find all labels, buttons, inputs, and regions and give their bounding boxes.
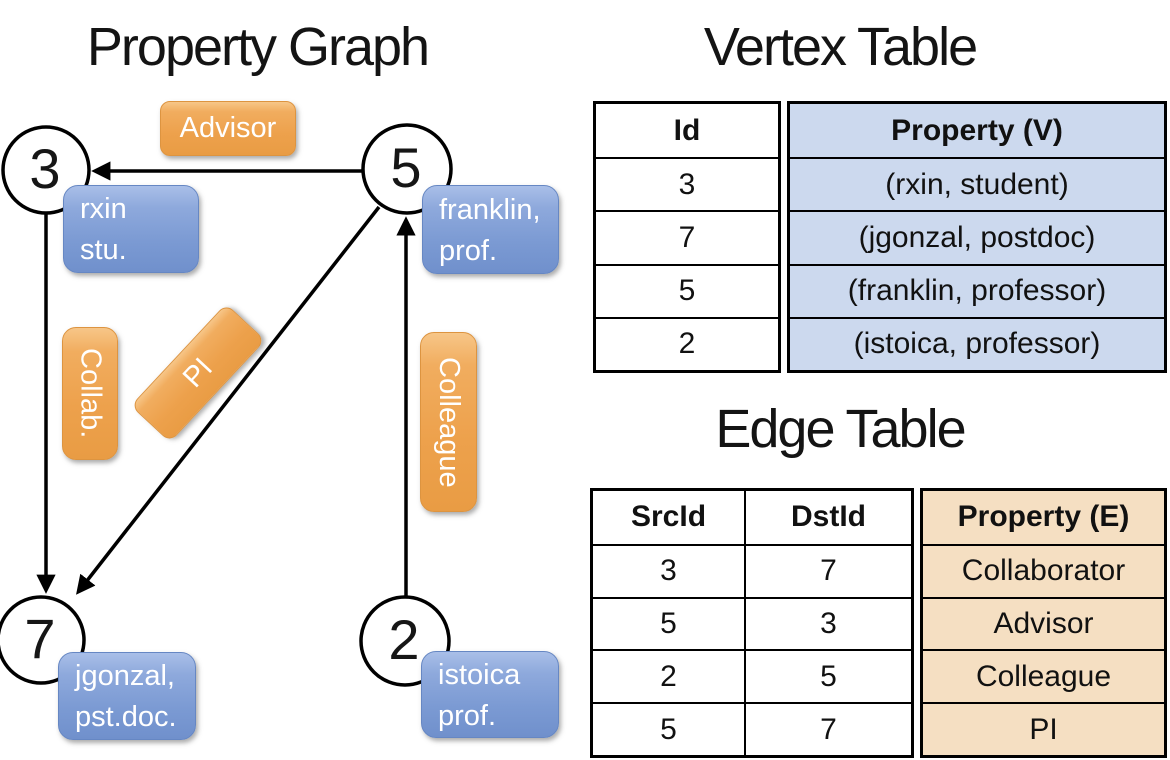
edge-table-src-cell: 5 [660, 712, 677, 746]
vertex-table-property-cell: (rxin, student) [790, 159, 1164, 211]
vertex-table-id-cell: 7 [678, 220, 696, 254]
edge-table-dst-cell: 5 [744, 651, 911, 703]
vertex-table-id-cell: 2 [678, 327, 696, 361]
edge-table-property-cell: Colleague [923, 651, 1164, 703]
vertex-prop-box-3: rxin stu. [63, 185, 199, 273]
edge-table-dst-cell: 3 [744, 598, 911, 650]
edge-table-src-cell: 2 [660, 659, 677, 693]
edge-table-header-dstid: DstId [744, 491, 911, 544]
vertex-prop-line: prof. [439, 234, 498, 267]
edge-table-property-cell: PI [923, 704, 1164, 755]
vertex-table-id-cell: 3 [678, 167, 696, 201]
edge-table-dst-cell: 7 [744, 704, 911, 755]
edge-table-property-cell: Advisor [923, 598, 1164, 650]
vertex-prop-line: jgonzal, [75, 660, 175, 692]
vertex-prop-box-2: istoica prof. [421, 651, 559, 738]
vertex-table-property-cell: (jgonzal, postdoc) [790, 212, 1164, 264]
vertex-table-header-property: Property (V) [790, 104, 1164, 158]
edge-table-header-property: Property (E) [923, 491, 1164, 544]
edge-table-id-columns: SrcId DstId 3 7 5 3 2 5 5 7 [590, 488, 914, 758]
vertex-table-property-cell: (istoica, professor) [790, 318, 1164, 370]
edge-table-header-srcid: SrcId [630, 500, 707, 534]
edge-table-property-cell: Collaborator [923, 545, 1164, 597]
node-id-2: 2 [388, 607, 420, 671]
vertex-prop-line: istoica [438, 658, 521, 691]
vertex-prop-box-7: jgonzal, pst.doc. [58, 652, 196, 740]
edge-table-src-cell: 3 [660, 554, 677, 588]
edge-table-src-cell: 5 [660, 606, 677, 640]
node-id-7: 7 [24, 606, 56, 670]
vertex-prop-line: pst.doc. [75, 701, 177, 733]
node-id-3: 3 [29, 136, 61, 200]
edge-label-advisor: Advisor [160, 101, 296, 156]
vertex-table-id-column: Id 3 7 5 2 [593, 101, 781, 373]
edge-label-collab: Collab. [62, 327, 118, 460]
edge-5-to-7 [76, 205, 381, 595]
vertex-table-header-id: Id [673, 113, 701, 147]
edge-label-colleague: Colleague [420, 332, 477, 512]
vertex-table-property-cell: (franklin, professor) [790, 265, 1164, 317]
property-graph-title: Property Graph [86, 17, 430, 77]
vertex-table-property-column: Property (V) (rxin, student) (jgonzal, p… [787, 101, 1167, 373]
vertex-prop-line: rxin [80, 193, 127, 225]
edge-table-property-column: Property (E) Collaborator Advisor Collea… [920, 488, 1167, 758]
vertex-prop-line: franklin, [439, 193, 541, 226]
vertex-table-id-cell: 5 [678, 274, 696, 308]
vertex-prop-box-5: franklin, prof. [422, 185, 559, 274]
node-id-5: 5 [390, 135, 422, 199]
vertex-table-title: Vertex Table [703, 17, 978, 77]
vertex-prop-line: stu. [80, 234, 127, 266]
edge-table-title: Edge Table [715, 399, 966, 459]
vertex-prop-line: prof. [438, 699, 497, 732]
edge-table-dst-cell: 7 [744, 545, 911, 597]
